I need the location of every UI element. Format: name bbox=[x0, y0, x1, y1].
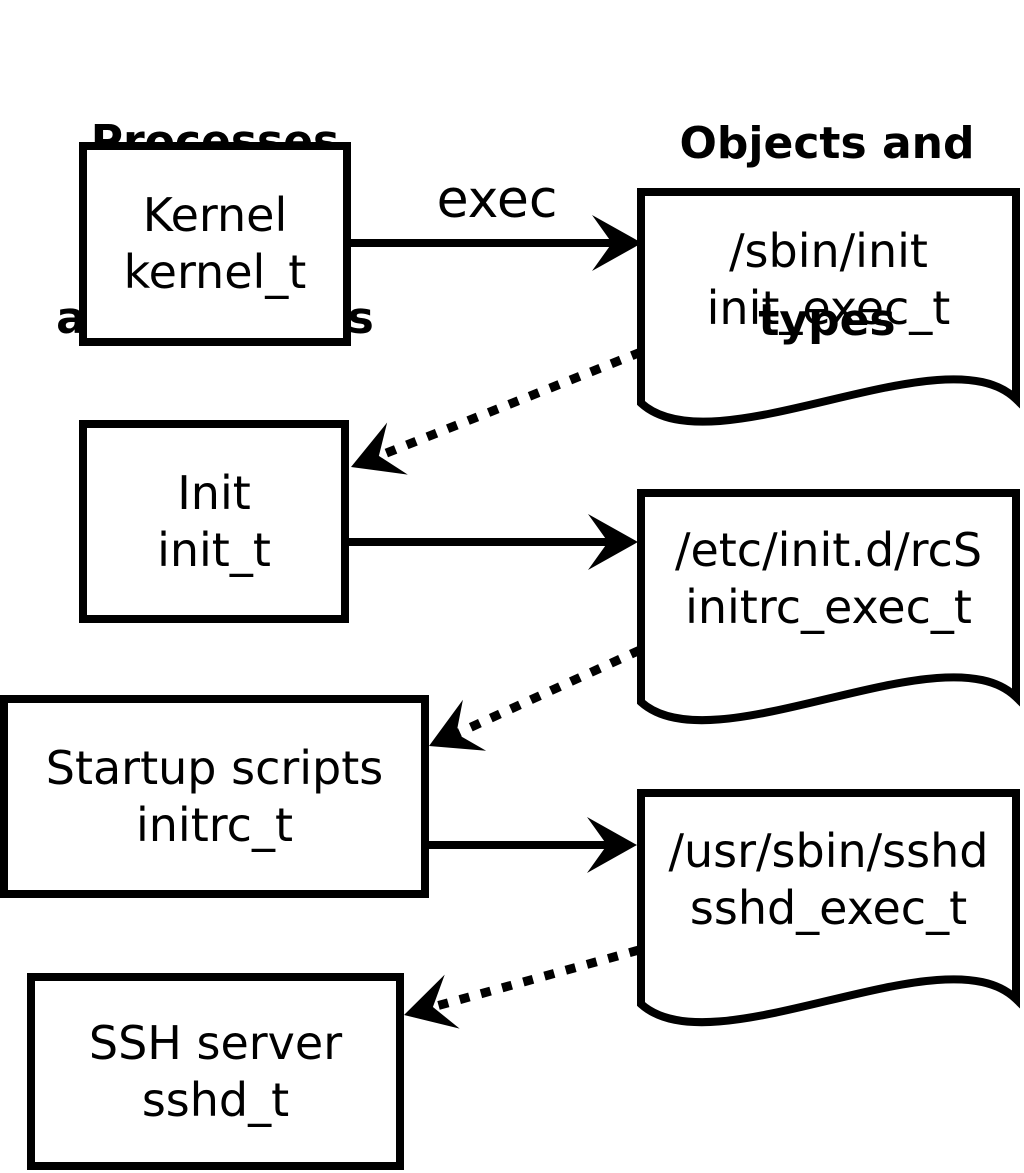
transition-arrow-sshd-exec-to-ssh-server bbox=[404, 945, 641, 1029]
object-path: /etc/init.d/rcS bbox=[674, 523, 983, 577]
edge-label-exec: exec bbox=[436, 170, 558, 230]
arrowhead bbox=[404, 974, 460, 1029]
arrowhead bbox=[587, 817, 637, 873]
object-type: init_exec_t bbox=[706, 280, 951, 335]
process-name: Startup scripts bbox=[45, 740, 384, 795]
process-domain: init_t bbox=[157, 522, 271, 577]
object-path: /usr/sbin/sshd bbox=[668, 824, 989, 878]
process-domain: initrc_t bbox=[136, 797, 293, 852]
header-line: Objects and bbox=[679, 118, 975, 169]
arrowhead bbox=[429, 699, 487, 751]
arrowhead bbox=[588, 514, 638, 570]
process-box-init: Init init_t bbox=[79, 420, 349, 623]
object-path: /sbin/init bbox=[729, 223, 928, 278]
transition-arrow-init-exec-to-init bbox=[351, 347, 643, 475]
object-label-sbin-init: /sbin/init init_exec_t bbox=[645, 196, 1012, 399]
column-header-objects: Objects and types bbox=[630, 0, 1024, 468]
document-shape-init-exec bbox=[637, 188, 1020, 426]
arrowhead bbox=[592, 215, 642, 271]
object-type: sshd_exec_t bbox=[689, 881, 968, 935]
document-shape-sshd-exec bbox=[637, 789, 1020, 1027]
object-type: initrc_exec_t bbox=[685, 580, 972, 634]
arrowhead bbox=[351, 422, 408, 475]
exec-arrow-kernel-to-sbin-init bbox=[350, 215, 642, 271]
exec-arrow-startup-to-sshd bbox=[428, 817, 637, 873]
process-name: Kernel bbox=[142, 188, 288, 242]
process-name: SSH server bbox=[88, 1015, 343, 1070]
transition-arrow-initrc-exec-to-startup bbox=[429, 645, 642, 751]
document-shape-initrc-exec bbox=[637, 489, 1020, 725]
process-domain: sshd_t bbox=[141, 1072, 290, 1127]
process-box-startup-scripts: Startup scripts initrc_t bbox=[0, 695, 429, 898]
object-label-usr-sbin-sshd: /usr/sbin/sshd sshd_exec_t bbox=[645, 797, 1012, 999]
process-box-ssh-server: SSH server sshd_t bbox=[27, 973, 404, 1170]
process-domain: kernel_t bbox=[123, 245, 307, 299]
process-name: Init bbox=[177, 465, 251, 520]
object-label-etc-initd-rcs: /etc/init.d/rcS initrc_exec_t bbox=[645, 497, 1012, 697]
process-box-kernel: Kernel kernel_t bbox=[79, 142, 351, 346]
exec-arrow-init-to-rcs bbox=[348, 514, 638, 570]
header-line: types bbox=[758, 295, 896, 346]
